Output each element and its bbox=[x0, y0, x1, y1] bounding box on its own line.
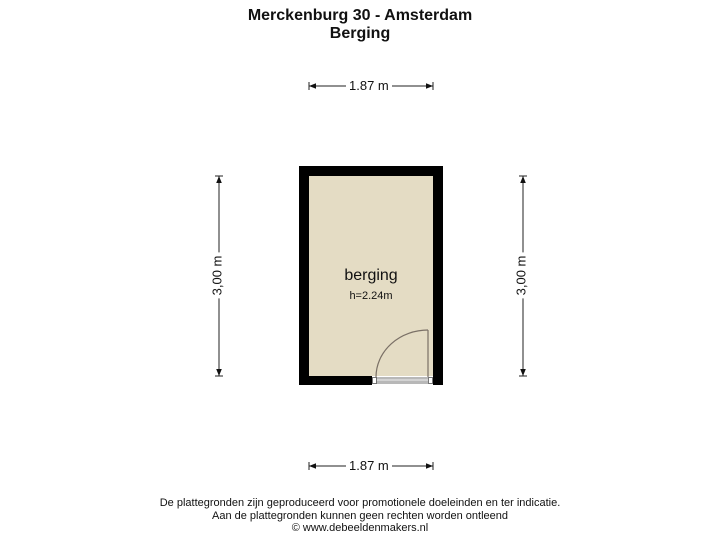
door-arc bbox=[375, 329, 429, 378]
dimension-bottom-label: 1.87 m bbox=[346, 458, 392, 473]
door-swing bbox=[375, 329, 429, 378]
dimension-right-label: 3,00 m bbox=[513, 252, 529, 299]
room-floor bbox=[309, 176, 433, 376]
page-subtitle: Berging bbox=[329, 25, 391, 42]
dimension-left-label: 3,00 m bbox=[209, 252, 225, 299]
disclaimer-line-1: De plattegronden zijn geproduceerd voor … bbox=[159, 497, 561, 509]
room-height-label: h=2.24m bbox=[349, 290, 393, 302]
disclaimer-footer: De plattegronden zijn geproduceerd voor … bbox=[0, 497, 720, 535]
copyright-line: © www.debeeldenmakers.nl bbox=[291, 522, 429, 534]
door-jamb-left bbox=[372, 377, 377, 384]
door-jamb-right bbox=[428, 377, 433, 384]
disclaimer-line-2: Aan de plattegronden kunnen geen rechten… bbox=[211, 509, 508, 522]
room-berging bbox=[299, 166, 443, 385]
room-name-label: berging bbox=[344, 267, 398, 284]
dimension-top-label: 1.87 m bbox=[346, 78, 392, 93]
page-title: Merckenburg 30 - Amsterdam bbox=[247, 7, 473, 24]
